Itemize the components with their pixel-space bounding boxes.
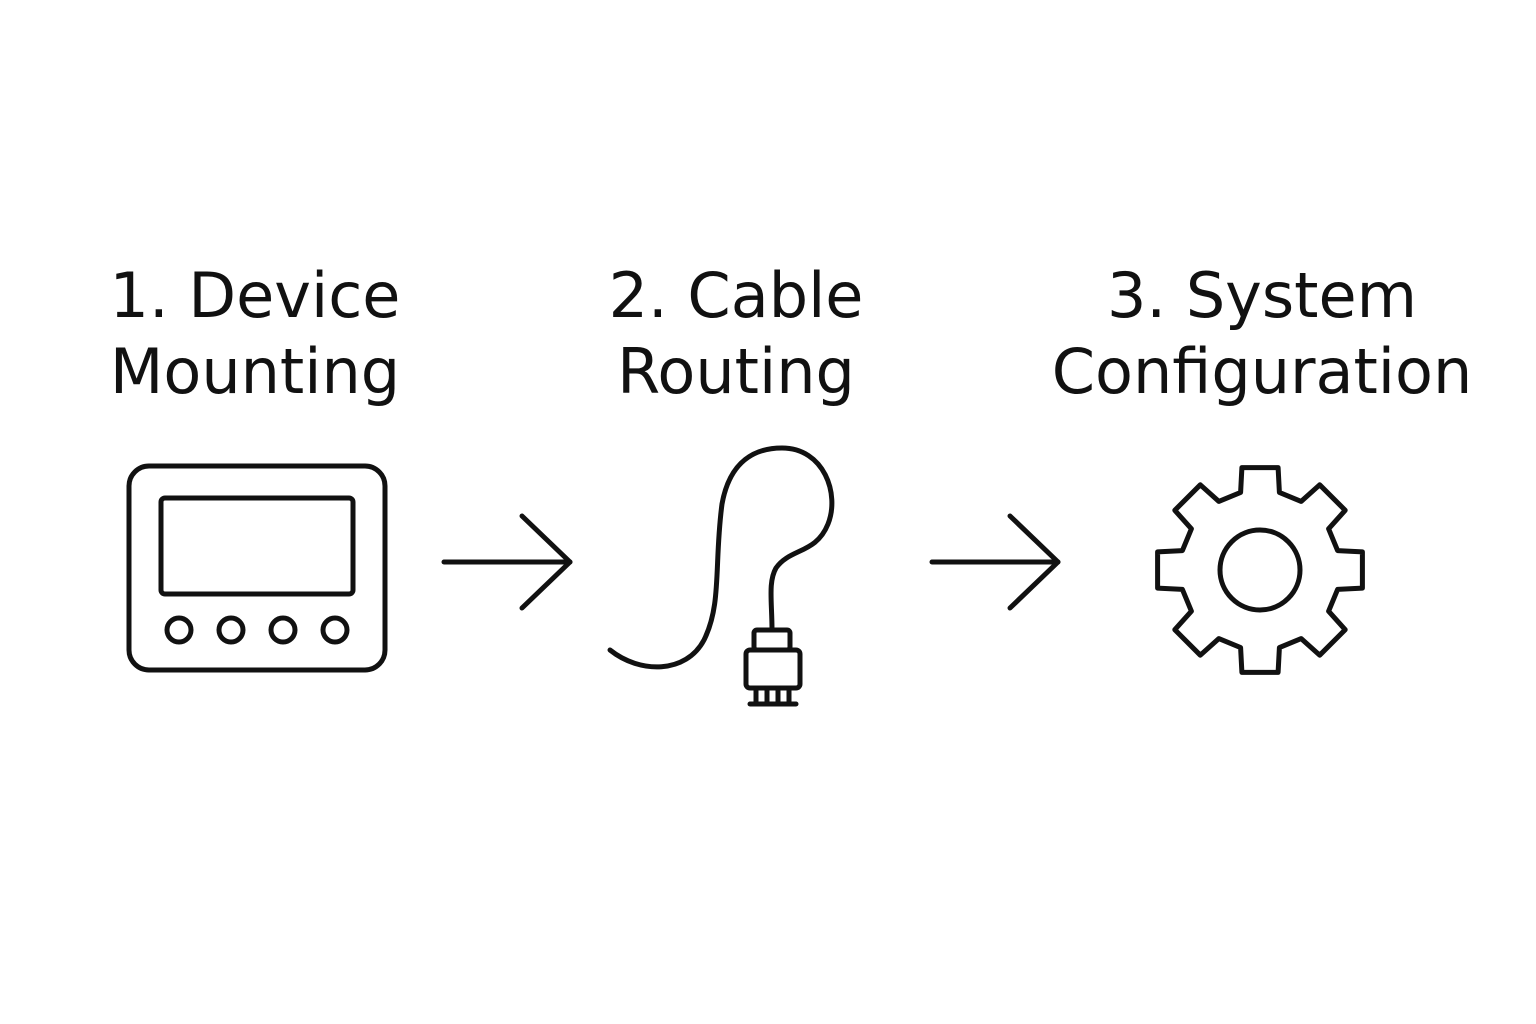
step-1-title: 1. Device Mounting	[90, 258, 420, 410]
cable-icon	[607, 445, 835, 707]
step-1-title-line-1: 1. Device	[109, 259, 401, 332]
step-1-title-line-2: Mounting	[109, 335, 401, 408]
step-3-title-line-1: 3. System	[1106, 259, 1418, 332]
gear-outline	[1155, 465, 1365, 675]
device-icon	[126, 463, 388, 673]
step-2-title-line-2: Routing	[617, 335, 855, 408]
step-3-title-line-2: Configuration	[1051, 335, 1473, 408]
step-3-title: 3. System Configuration	[1030, 258, 1494, 410]
arrow-right-icon	[929, 513, 1061, 611]
step-2-title: 2. Cable Routing	[586, 258, 886, 410]
step-2-title-line-1: 2. Cable	[608, 259, 864, 332]
arrow-right-icon	[441, 513, 573, 611]
gear-icon	[1155, 465, 1365, 675]
